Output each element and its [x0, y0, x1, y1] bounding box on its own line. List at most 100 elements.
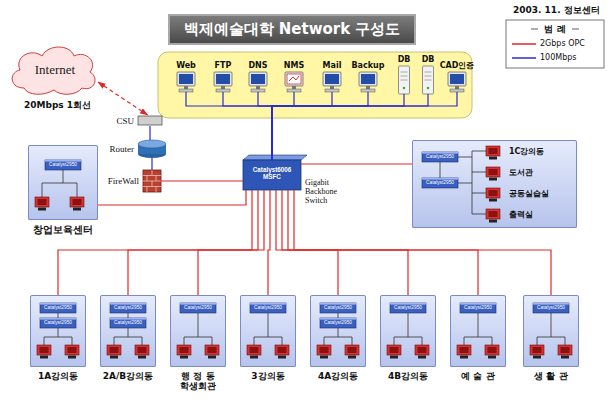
node-label: 1A강의동	[27, 371, 89, 381]
server-icon	[214, 72, 232, 92]
node-label: DB	[422, 55, 435, 64]
node-label: Gigabit Backbone Switch	[305, 178, 351, 206]
node-label: 공동실습실	[509, 189, 549, 198]
server-icon	[249, 72, 267, 92]
server-node: DB	[423, 66, 434, 94]
server-node: FTP	[214, 72, 232, 92]
server-node: DB	[399, 66, 410, 94]
node-label: Mail	[323, 61, 342, 70]
switch-model-label: Catalyst2950	[110, 303, 146, 313]
legend-text: 2Gbps OPC	[540, 39, 585, 48]
left-panel-art	[28, 145, 98, 220]
right-panel-art	[412, 140, 577, 228]
switch-model-label: Catalyst2950	[110, 318, 146, 328]
link-line	[272, 92, 368, 160]
link-line	[282, 190, 408, 295]
node-label: Internet	[12, 63, 98, 78]
link-line	[161, 180, 243, 181]
link-line	[294, 190, 551, 295]
link-line	[198, 190, 264, 295]
server-node: CAD인증	[448, 72, 466, 92]
building-panel-art	[523, 295, 579, 367]
link-line	[272, 94, 404, 160]
link-line	[223, 92, 272, 160]
node-label: Catalyst6006 MSFC	[243, 167, 301, 181]
router-icon	[138, 140, 166, 158]
link-line	[128, 190, 258, 295]
node-label: CAD인증	[440, 61, 475, 70]
switch-model-label: Catalyst2950	[422, 178, 458, 188]
building-panel-art	[170, 295, 226, 367]
link-line	[58, 190, 252, 295]
csu-node: CSU	[138, 115, 162, 126]
legend-line	[512, 43, 536, 45]
server-icon	[399, 66, 410, 94]
server-icon	[448, 72, 466, 92]
building-panel-art	[310, 295, 366, 367]
server-node: Backup	[359, 72, 377, 92]
node-label: NMS	[284, 61, 304, 70]
node-label: Backup	[352, 61, 385, 70]
note-label: 2003. 11. 정보센터	[513, 4, 600, 17]
server-icon	[423, 66, 434, 94]
node-label: 예 술 관	[447, 371, 509, 381]
switch-model-label: Catalyst2950	[250, 303, 286, 313]
link-line	[98, 190, 246, 205]
node-label: 행 정 동 학생회관	[167, 371, 229, 392]
diagram-title: 백제예술대학 Network 구성도	[168, 14, 417, 45]
node-label: 도서관	[509, 168, 533, 177]
server-icon	[177, 72, 195, 92]
node-label: 창업보육센터	[33, 224, 93, 236]
node-label: 1C강의동	[509, 147, 544, 156]
legend-item: 2Gbps OPC	[511, 38, 585, 50]
link-line	[268, 190, 270, 295]
link-line	[98, 82, 148, 115]
building-panel: 창업보육센터	[28, 145, 98, 220]
node-label: 출력실	[509, 210, 533, 219]
building-panel-art	[450, 295, 506, 367]
server-band	[158, 52, 472, 118]
legend-sample	[511, 38, 537, 50]
switch-model-label: Catalyst2950	[320, 303, 356, 313]
switch-model-label: Catalyst2950	[40, 318, 76, 328]
csu-icon	[138, 116, 162, 125]
note-label: 범 례	[506, 23, 604, 36]
switch-model-label: Catalyst2950	[460, 303, 496, 313]
legend-text: 100Mbps	[540, 53, 577, 62]
core-switch-icon	[243, 155, 307, 190]
switch-model-label: Catalyst2950	[40, 303, 76, 313]
switch-model-label: Catalyst2950	[533, 303, 569, 313]
link-line	[149, 126, 150, 140]
firewall-node: FireWall	[143, 170, 161, 192]
legend-box	[506, 20, 604, 68]
node-label: 생 활 관	[520, 371, 582, 381]
building-panel-art	[100, 295, 156, 367]
link-line	[151, 158, 152, 170]
link-line	[258, 92, 272, 160]
link-line	[272, 94, 428, 160]
link-line	[301, 163, 412, 164]
switch-model-label: Catalyst2950	[180, 303, 216, 313]
link-line	[272, 92, 294, 160]
node-label: FireWall	[108, 176, 139, 186]
server-icon	[359, 72, 377, 92]
switch-model-label: Catalyst2950	[390, 303, 426, 313]
building-panel-art	[380, 295, 436, 367]
building-panel-art	[30, 295, 86, 367]
node-label: 4B강의동	[377, 371, 439, 381]
node-label: CSU	[116, 115, 134, 125]
core-switch-node: Catalyst6006 MSFCGigabit Backbone Switch	[243, 160, 301, 190]
node-label: Router	[110, 144, 135, 154]
link-line	[288, 190, 478, 295]
server-node: DNS	[249, 72, 267, 92]
legend-sample	[511, 52, 537, 64]
building-panel-art	[240, 295, 296, 367]
server-node: Mail	[323, 72, 341, 92]
node-label: 4A강의동	[307, 371, 369, 381]
switch-model-label: Catalyst2950	[320, 318, 356, 328]
server-node: NMS	[285, 72, 303, 92]
legend-line	[512, 57, 536, 59]
switch-model-label: Catalyst2950	[45, 160, 81, 170]
node-label: 2A/B강의동	[97, 371, 159, 381]
